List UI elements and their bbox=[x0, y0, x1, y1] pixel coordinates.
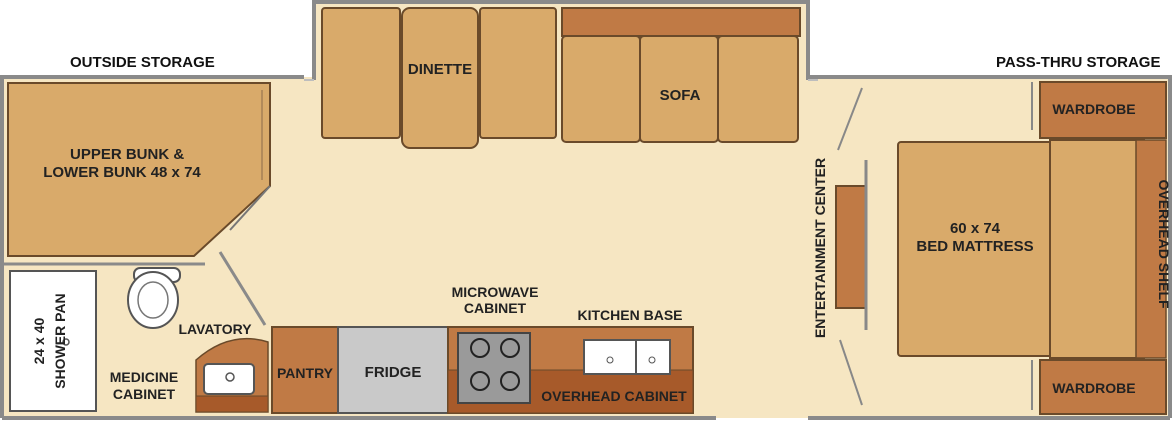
bunks-label-line2: LOWER BUNK 48 x 74 bbox=[43, 164, 201, 181]
bathroom-walls bbox=[2, 251, 267, 326]
shower-label-line1: 24 x 40 bbox=[30, 317, 47, 365]
entertainment-center-label: ENTERTAINMENT CENTER bbox=[811, 157, 828, 339]
bed bbox=[897, 139, 1167, 359]
kitchen-cabinetry bbox=[271, 326, 694, 414]
medicine-cabinet-label-line1: MEDICINE bbox=[109, 369, 179, 385]
lavatory-label: LAVATORY bbox=[178, 321, 252, 337]
wardrobe-top-label: WARDROBE bbox=[1052, 101, 1136, 117]
shower-pan bbox=[9, 270, 97, 412]
lavatory-sink bbox=[195, 337, 269, 413]
bunk-beds bbox=[7, 82, 271, 257]
entertainment-center bbox=[835, 87, 868, 406]
dinette bbox=[321, 7, 557, 149]
bunks-label-line1: UPPER BUNK & bbox=[70, 146, 185, 163]
pass-thru-storage-label: PASS-THRU STORAGE bbox=[996, 54, 1161, 71]
dinette-label: DINETTE bbox=[407, 61, 473, 78]
outside-storage-label: OUTSIDE STORAGE bbox=[70, 54, 215, 71]
medicine-cabinet-label-line2: CABINET bbox=[112, 386, 176, 402]
toilet bbox=[127, 267, 181, 329]
kitchen-base-label: KITCHEN BASE bbox=[577, 307, 683, 323]
sofa bbox=[561, 7, 801, 143]
overhead-shelf-label: OVERHEAD SHELF bbox=[1156, 179, 1172, 309]
overhead-cabinet-label: OVERHEAD CABINET bbox=[541, 388, 687, 404]
bed-label-line2: BED MATTRESS bbox=[916, 238, 1034, 255]
wardrobe-bottom-label: WARDROBE bbox=[1052, 380, 1136, 396]
sofa-label: SOFA bbox=[659, 87, 701, 104]
fridge-label: FRIDGE bbox=[364, 364, 422, 381]
shower-label-line2: SHOWER PAN bbox=[51, 293, 68, 389]
microwave-label-line1: MICROWAVE bbox=[451, 284, 539, 300]
pantry-label: PANTRY bbox=[277, 365, 333, 381]
bed-label-line1: 60 x 74 bbox=[949, 220, 1001, 237]
wardrobes bbox=[1031, 81, 1167, 415]
microwave-label-line2: CABINET bbox=[463, 300, 527, 316]
